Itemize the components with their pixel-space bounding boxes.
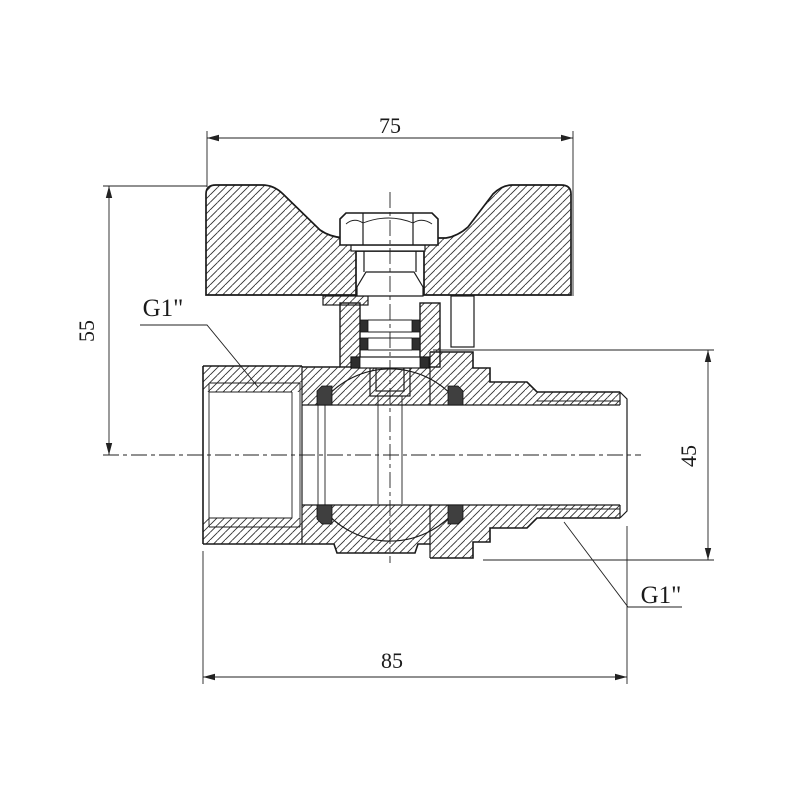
flange-seal-right	[419, 356, 430, 369]
oring	[359, 337, 369, 351]
left-port-bottom-wall	[203, 518, 302, 544]
left-port-female	[202, 365, 303, 545]
neck-wall-right	[419, 302, 441, 368]
handle-stop-lug	[450, 295, 475, 348]
centerlines	[103, 192, 641, 563]
oring	[411, 319, 421, 333]
seat-bottom-right	[447, 504, 464, 525]
dimension-75: 75	[206, 113, 574, 296]
label-right-thread: G1"	[563, 521, 682, 609]
seat-top-right	[447, 385, 464, 406]
union-bottom	[430, 505, 620, 558]
seat-bottom-left	[316, 504, 333, 525]
right-thread-text: G1"	[641, 582, 682, 609]
ball-seats	[316, 385, 464, 525]
left-thread-text: G1"	[143, 295, 184, 322]
dim-45-text: 45	[676, 445, 701, 467]
flange-seal-left	[350, 356, 361, 369]
nut-washer	[350, 244, 426, 252]
union-top	[430, 352, 620, 405]
butterfly-handle	[205, 184, 572, 348]
seat-top-left	[316, 385, 333, 406]
hex-nut	[339, 212, 439, 252]
oring	[411, 337, 421, 351]
label-left-thread: G1"	[140, 295, 259, 388]
dim-55-text: 55	[74, 320, 99, 342]
dim-75-text: 75	[379, 113, 401, 138]
left-port-top-wall	[203, 366, 302, 392]
handle-skirt	[322, 295, 369, 306]
stem-orings	[359, 319, 421, 351]
dimension-55: 55	[74, 185, 207, 455]
dim-85-text: 85	[381, 648, 403, 673]
bonnet-neck	[339, 302, 441, 368]
dimension-45: 45	[433, 349, 714, 561]
oring	[359, 319, 369, 333]
dimension-85: 85	[202, 526, 628, 684]
